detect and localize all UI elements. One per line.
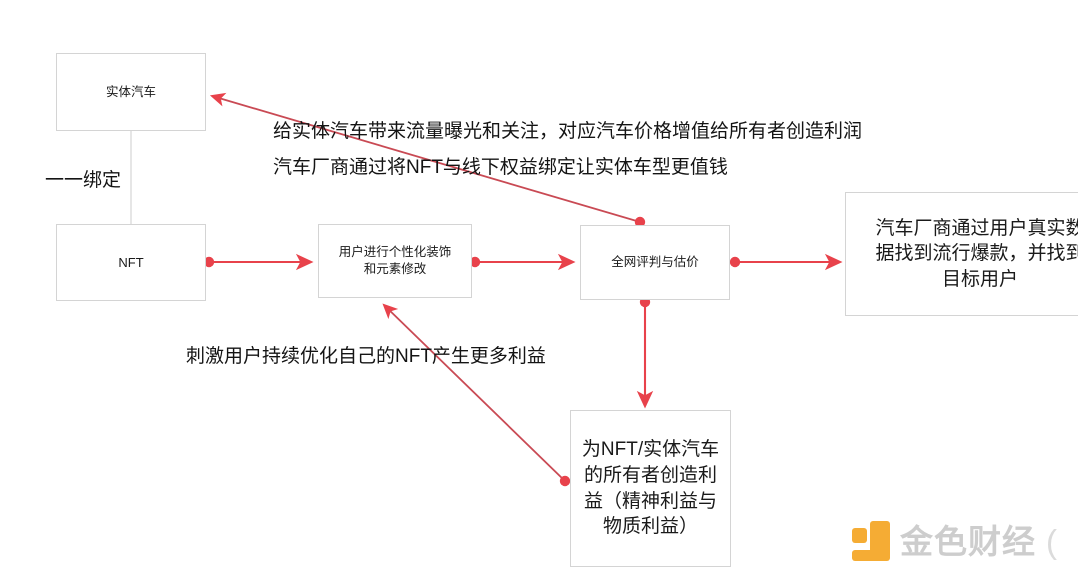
edge-evaluate-to-benefit xyxy=(636,296,654,409)
edge-label-binding: 一一绑定 xyxy=(45,170,122,191)
annotation-exposure-line2: 汽车厂商通过将NFT与线下权益绑定让实体车型更值钱 xyxy=(273,157,728,178)
edge-customize-to-evaluate xyxy=(469,253,576,271)
edge-nft-to-customize xyxy=(203,253,314,271)
node-evaluate[interactable]: 全网评判与估价 xyxy=(580,225,730,300)
node-find-target-users-label: 汽车厂商通过用户真实数 据找到流行爆款，并找到 目标用户 xyxy=(875,217,1078,290)
node-physical-car-label: 实体汽车 xyxy=(105,84,156,99)
node-evaluate-label: 全网评判与估价 xyxy=(611,255,699,270)
node-customize-label: 用户进行个性化装饰 和元素修改 xyxy=(338,245,452,276)
edge-benefit-to-customize xyxy=(382,303,571,487)
watermark: 金色财经 ( xyxy=(852,521,1057,561)
node-physical-car[interactable]: 实体汽车 xyxy=(56,53,206,131)
watermark-brand-text: 金色财经 xyxy=(900,522,1036,560)
node-create-benefit[interactable]: 为NFT/实体汽车 的所有者创造利 益（精神利益与 物质利益） xyxy=(570,410,731,567)
annotation-stimulate: 刺激用户持续优化自己的NFT产生更多利益 xyxy=(186,346,546,367)
annotation-exposure-line1: 给实体汽车带来流量曝光和关注，对应汽车价格增值给所有者创造利润 xyxy=(273,121,863,142)
jinse-logo-icon xyxy=(852,521,890,561)
node-create-benefit-label: 为NFT/实体汽车 的所有者创造利 益（精神利益与 物质利益） xyxy=(581,439,720,538)
watermark-trailing-glyph: ( xyxy=(1046,522,1057,560)
node-customize[interactable]: 用户进行个性化装饰 和元素修改 xyxy=(318,224,472,298)
node-find-target-users[interactable]: 汽车厂商通过用户真实数 据找到流行爆款，并找到 目标用户 xyxy=(845,192,1078,316)
edge-evaluate-to-find-users xyxy=(729,253,843,271)
node-nft-label: NFT xyxy=(118,254,144,270)
node-nft[interactable]: NFT xyxy=(56,224,206,301)
